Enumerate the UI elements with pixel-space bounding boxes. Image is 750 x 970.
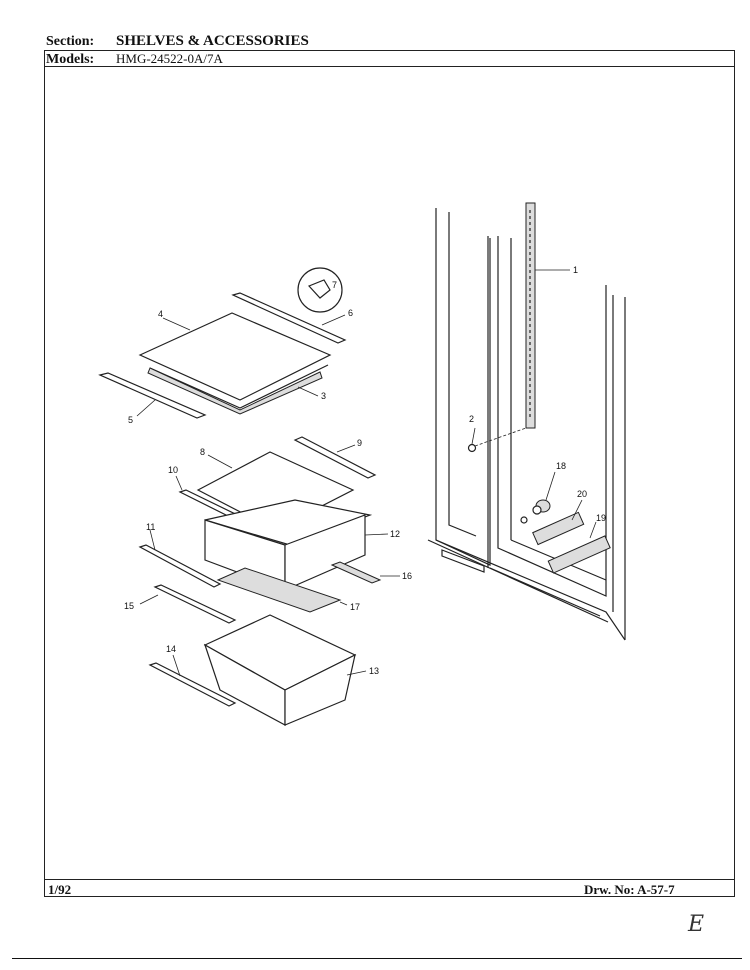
callout-6: 6 xyxy=(348,308,353,318)
shelf-frame-part-3 xyxy=(147,367,323,415)
trim-part-15 xyxy=(153,584,237,624)
callout-labels: 1 2 3 4 5 6 7 8 9 10 11 12 13 14 15 16 1… xyxy=(124,265,606,676)
shelf-ladder-part-1 xyxy=(525,202,536,429)
clip-detail-part-7 xyxy=(297,267,343,313)
footer-drawing-number: Drw. No: A-57-7 xyxy=(584,882,675,897)
callout-10: 10 xyxy=(168,465,178,475)
shelf-trim-part-5 xyxy=(98,372,207,419)
page-bottom-rule xyxy=(12,958,742,959)
callout-11: 11 xyxy=(146,522,155,532)
callout-8: 8 xyxy=(200,447,205,457)
shelf-support-part-2 xyxy=(467,427,527,453)
models-label: Models: xyxy=(46,52,95,67)
callout-20: 20 xyxy=(577,489,587,499)
models-value: HMG-24522-0A/7A xyxy=(116,51,223,66)
light-socket xyxy=(520,516,528,524)
callout-5: 5 xyxy=(128,415,133,425)
trim-part-20 xyxy=(532,511,585,546)
margin-mark: E xyxy=(688,912,705,937)
shelf-part-4 xyxy=(138,312,332,409)
rail-part-17 xyxy=(216,567,342,613)
trim-part-11 xyxy=(138,544,222,588)
callout-4: 4 xyxy=(158,309,163,319)
trim-part-14 xyxy=(148,662,237,707)
callout-18: 18 xyxy=(556,461,566,471)
callout-15: 15 xyxy=(124,601,134,611)
callout-12: 12 xyxy=(390,529,400,539)
callout-2: 2 xyxy=(469,414,474,424)
callout-13: 13 xyxy=(369,666,379,676)
drawing-frame xyxy=(44,50,735,897)
lower-pan-part-13 xyxy=(203,614,357,727)
section-label: Section: xyxy=(46,34,95,49)
control-knob-part-18 xyxy=(532,499,551,515)
callout-1: 1 xyxy=(573,265,578,275)
models-row: Models: HMG-24522-0A/7A xyxy=(46,51,223,68)
leader-lines xyxy=(136,269,597,677)
callout-16: 16 xyxy=(402,571,412,581)
footer-date: 1/92 xyxy=(48,882,72,897)
callout-9: 9 xyxy=(357,438,362,448)
header-divider xyxy=(44,66,735,67)
rail-part-16 xyxy=(330,561,382,584)
footer-divider xyxy=(44,879,735,880)
trim-part-9 xyxy=(293,436,377,479)
callout-14: 14 xyxy=(166,644,176,654)
callout-19: 19 xyxy=(596,513,606,523)
callout-17: 17 xyxy=(350,602,360,612)
callout-7: 7 xyxy=(332,280,337,290)
section-row: Section: SHELVES & ACCESSORIES xyxy=(46,33,309,50)
callout-3: 3 xyxy=(321,391,326,401)
shelf-trim-part-6 xyxy=(231,292,347,344)
trim-part-19 xyxy=(547,535,611,574)
section-value: SHELVES & ACCESSORIES xyxy=(116,33,309,49)
cabinet-liner xyxy=(427,208,626,641)
